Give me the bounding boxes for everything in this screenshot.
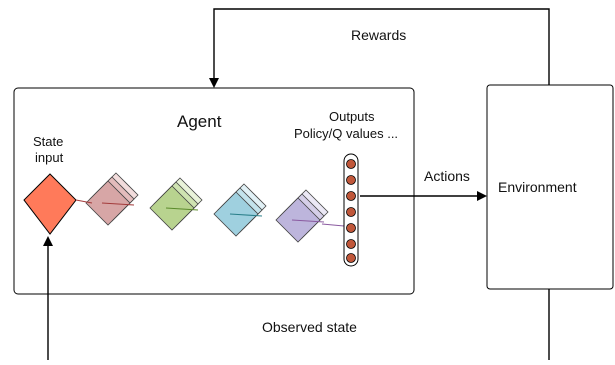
output-nodes	[346, 159, 356, 263]
state-label: State	[33, 134, 63, 149]
layer-3-arrow	[229, 213, 263, 217]
output-node	[346, 223, 356, 233]
output-node	[346, 253, 356, 263]
agent-label: Agent	[177, 112, 222, 131]
layer-4-arrow	[291, 219, 325, 223]
output-connector	[321, 223, 345, 227]
layer-1-arrow	[101, 202, 135, 206]
environment-label: Environment	[498, 179, 577, 195]
output-node	[346, 207, 356, 217]
layer-2-arrow	[165, 207, 199, 211]
output-node	[346, 239, 356, 249]
state-input-node	[23, 173, 77, 235]
rewards-arrow	[209, 8, 550, 88]
input-connector	[75, 199, 93, 204]
actions-label: Actions	[424, 168, 470, 184]
rewards-label: Rewards	[351, 27, 406, 43]
outputs-label: Outputs	[329, 109, 375, 124]
observed-state-label: Observed state	[262, 319, 357, 335]
output-node	[346, 175, 356, 185]
environment-box	[486, 84, 614, 290]
input-label: input	[35, 150, 64, 165]
network-layers	[75, 172, 345, 243]
agent-box	[13, 87, 415, 295]
output-node	[346, 191, 356, 201]
policy-q-values-label: Policy/Q values ...	[294, 126, 398, 141]
output-node	[346, 159, 356, 169]
